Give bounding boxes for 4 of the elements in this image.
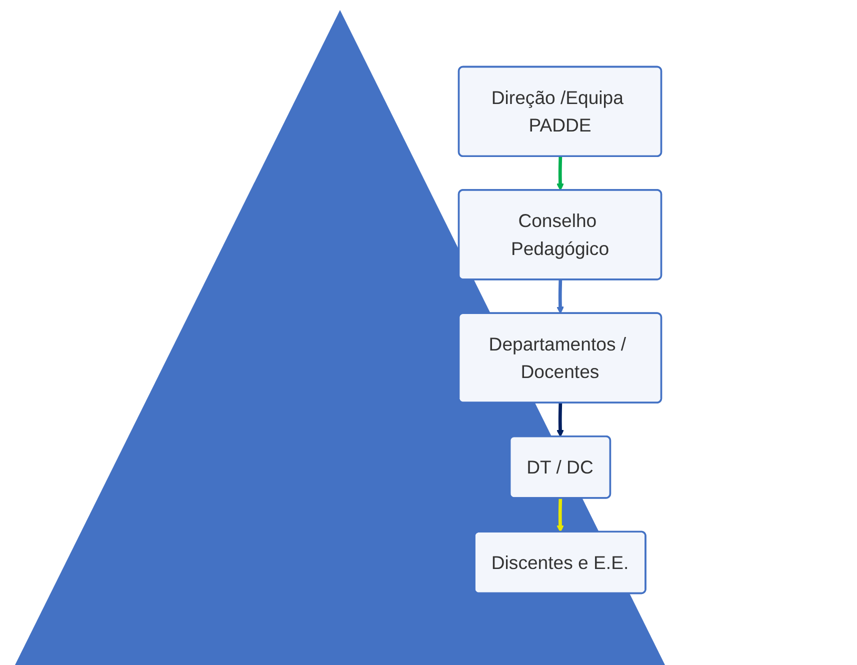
arrow bbox=[556, 498, 564, 532]
arrow bbox=[556, 402, 564, 438]
arrow bbox=[556, 156, 564, 191]
arrow bbox=[556, 280, 564, 314]
